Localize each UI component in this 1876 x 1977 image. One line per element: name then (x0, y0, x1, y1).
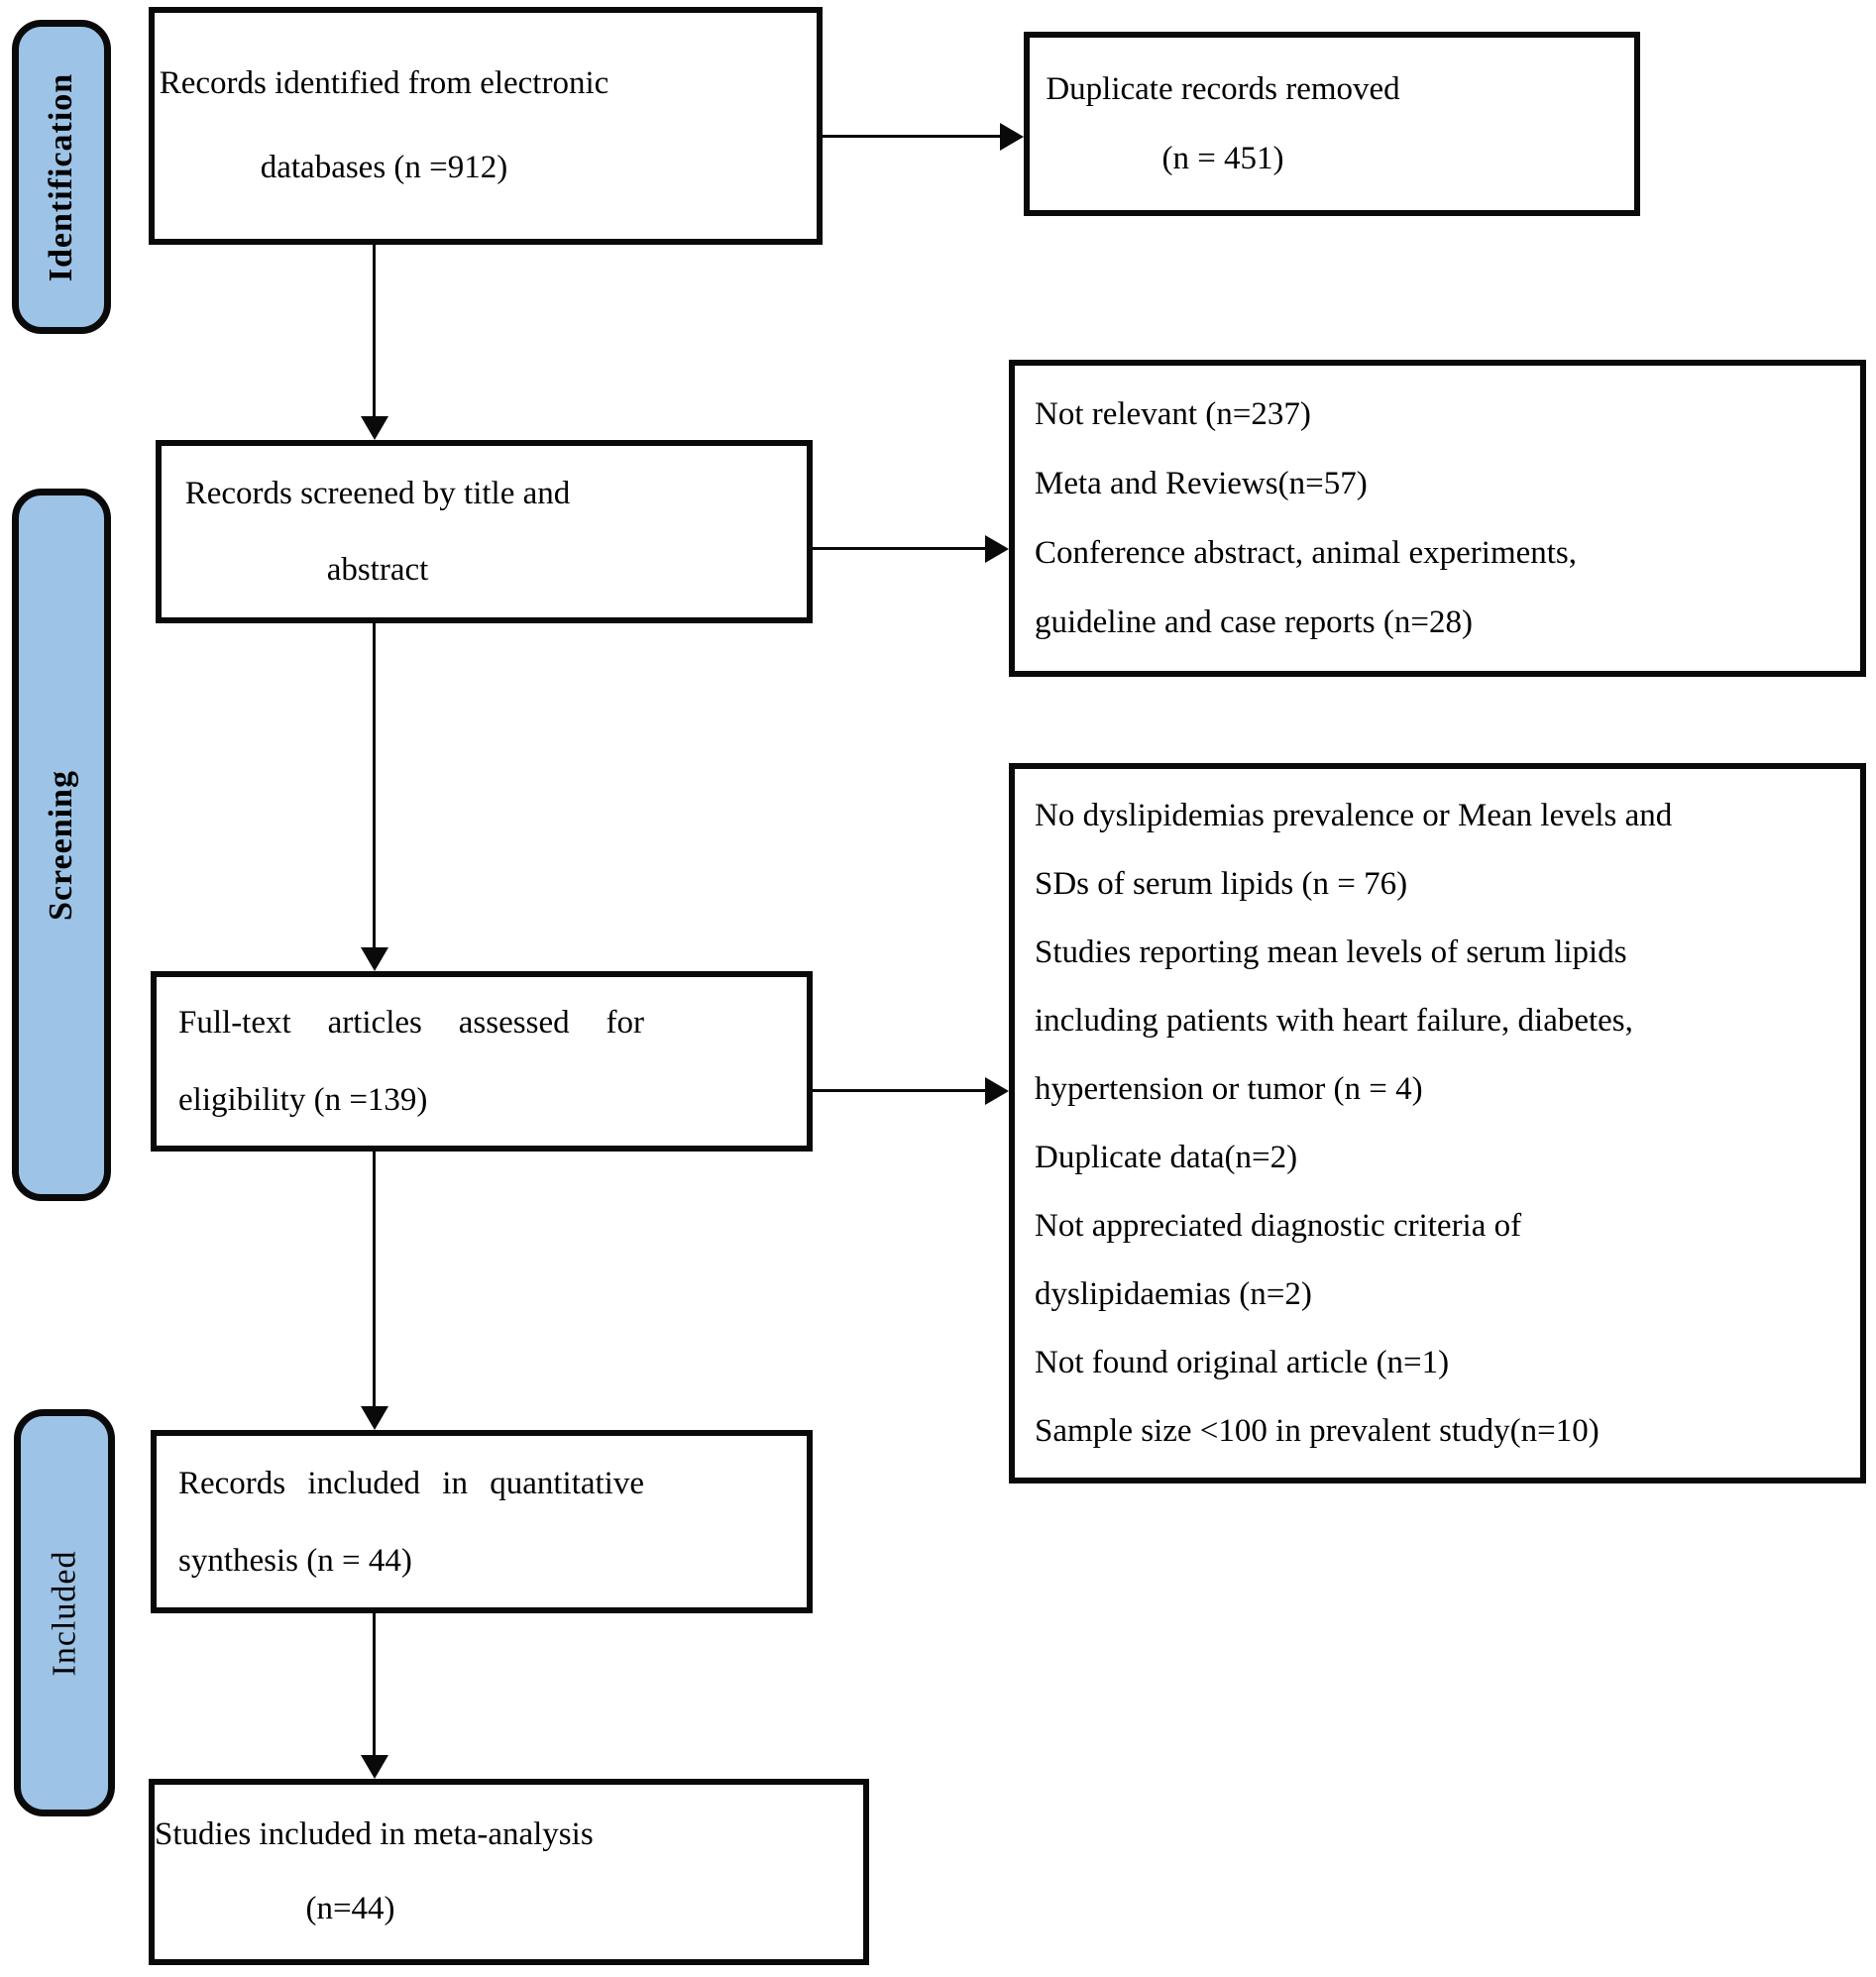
arrow-fulltext-to-quantitative-head (361, 1406, 388, 1430)
box-text-line: including patients with heart failure, d… (1035, 1002, 1633, 1039)
box-text-line: Not relevant (n=237) (1035, 396, 1311, 432)
box-text-line: SDs of serum lipids (n = 76) (1035, 865, 1408, 902)
stage-pill-included: Included (14, 1409, 115, 1816)
box-text-line: eligibility (n =139) (178, 1082, 428, 1118)
box-text-line: Not appreciated diagnostic criteria of (1035, 1207, 1522, 1244)
box-text-line: (n = 451) (1161, 141, 1284, 176)
flow-box-meta-analysis: Studies included in meta-analysis (n=44) (149, 1779, 869, 1965)
arrow-fulltext-to-quantitative-line (373, 1152, 376, 1407)
box-text-line: Sample size <100 in prevalent study(n=10… (1035, 1412, 1600, 1449)
arrow-screened-to-exclusions-line (813, 547, 986, 550)
arrow-fulltext-to-exclusions-line (813, 1089, 986, 1092)
box-text-line: (n=44) (305, 1891, 395, 1926)
arrow-screened-to-fulltext-head (361, 947, 388, 971)
box-text-line: Not found original article (n=1) (1035, 1344, 1450, 1380)
arrow-identified-to-duplicates-head (1000, 123, 1024, 151)
flow-box-screening-exclusions: Not relevant (n=237) Meta and Reviews(n=… (1009, 360, 1866, 677)
box-text-line: Studies reporting mean levels of serum l… (1035, 934, 1627, 970)
stage-label-included: Included (46, 1550, 83, 1676)
flow-box-duplicates-removed: Duplicate records removed (n = 451) (1024, 32, 1640, 216)
arrow-fulltext-to-exclusions-head (985, 1077, 1009, 1105)
box-text-line: synthesis (n = 44) (178, 1542, 412, 1579)
box-text-line: Meta and Reviews(n=57) (1035, 466, 1368, 501)
arrow-identified-to-screened-head (361, 416, 388, 440)
box-text-line: hypertension or tumor (n = 4) (1035, 1070, 1423, 1107)
flow-box-records-screened: Records screened by title and abstract (156, 440, 813, 623)
stage-pill-identification: Identification (12, 20, 111, 334)
arrow-quantitative-to-meta-line (373, 1613, 376, 1756)
box-text-line: Full-text articles assessed for (178, 1005, 644, 1041)
box-text-line: Duplicate records removed (1046, 71, 1400, 107)
arrow-quantitative-to-meta-head (361, 1755, 388, 1779)
flow-box-records-identified: Records identified from electronic datab… (149, 7, 823, 245)
box-text-line: Studies included in meta-analysis (155, 1816, 594, 1852)
flow-box-quantitative-synthesis: Records included in quantitative synthes… (151, 1430, 813, 1613)
box-text-line: Records identified from electronic (159, 65, 609, 101)
arrow-screened-to-exclusions-head (985, 535, 1009, 563)
box-text-line: Records included in quantitative (178, 1465, 644, 1501)
arrow-identified-to-screened-line (373, 245, 376, 416)
arrow-identified-to-duplicates-line (823, 135, 1001, 138)
box-text-line: Duplicate data(n=2) (1035, 1139, 1298, 1175)
box-text-line: No dyslipidemias prevalence or Mean leve… (1035, 797, 1673, 833)
stage-label-identification: Identification (43, 72, 80, 281)
box-text-line: Records screened by title and (184, 475, 571, 511)
box-text-line: dyslipidaemias (n=2) (1035, 1275, 1312, 1312)
arrow-screened-to-fulltext-line (373, 623, 376, 948)
stage-label-screening: Screening (43, 769, 79, 921)
flow-box-fulltext-assessed: Full-text articles assessed for eligibil… (151, 971, 813, 1152)
stage-pill-screening: Screening (12, 489, 111, 1201)
box-text-line: guideline and case reports (n=28) (1035, 604, 1473, 640)
box-text-line: Conference abstract, animal experiments, (1035, 535, 1578, 571)
box-text-line: abstract (326, 551, 429, 588)
flow-box-fulltext-exclusions: No dyslipidemias prevalence or Mean leve… (1009, 763, 1866, 1483)
box-text-line: databases (n =912) (260, 150, 508, 185)
